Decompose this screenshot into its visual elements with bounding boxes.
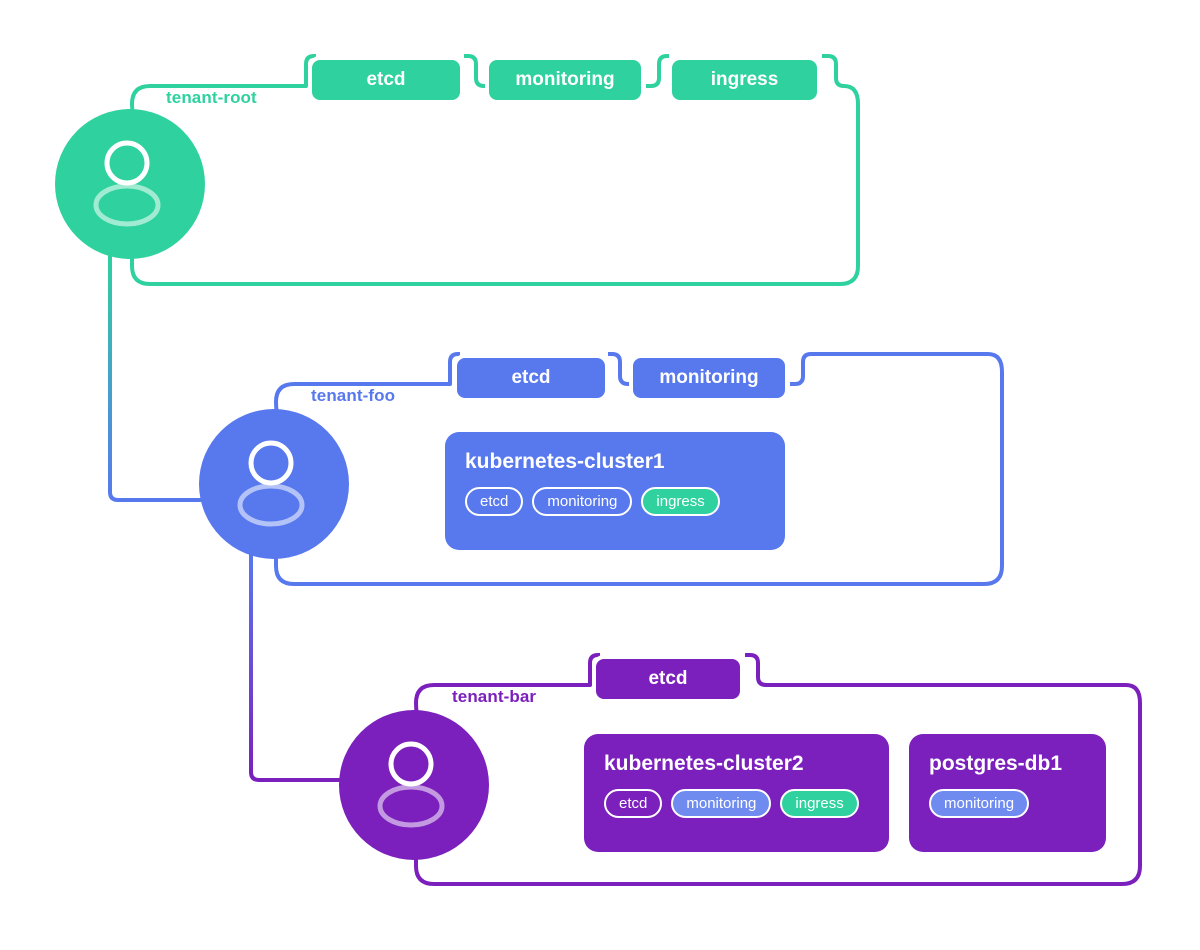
card-title: postgres-db1 bbox=[929, 752, 1063, 775]
card-pill-row: etcd monitoring ingress bbox=[604, 789, 869, 818]
pill-monitoring[interactable]: monitoring bbox=[532, 487, 633, 516]
card-postgres-db1[interactable]: postgres-db1 monitoring bbox=[909, 734, 1106, 852]
tenant-label-tenant-foo: tenant-foo bbox=[305, 386, 402, 406]
tenant-root-chip-monitoring[interactable]: monitoring bbox=[485, 56, 645, 104]
pill-etcd[interactable]: etcd bbox=[465, 487, 524, 516]
avatar-head-icon bbox=[248, 440, 294, 486]
chip-label: etcd bbox=[511, 367, 551, 388]
pill-ingress[interactable]: ingress bbox=[641, 487, 720, 516]
pill-ingress[interactable]: ingress bbox=[780, 789, 859, 818]
card-pill-row: etcd monitoring ingress bbox=[465, 487, 765, 516]
chip-label: etcd bbox=[366, 69, 406, 90]
chip-label: ingress bbox=[710, 69, 779, 90]
pill-monitoring[interactable]: monitoring bbox=[929, 789, 1030, 818]
avatar-body-icon bbox=[377, 784, 445, 828]
tenant-root-avatar[interactable] bbox=[55, 109, 205, 259]
tenant-bar-avatar[interactable] bbox=[339, 710, 489, 860]
chip-label: monitoring bbox=[515, 69, 615, 90]
chip-label: monitoring bbox=[659, 367, 759, 388]
tenant-label-tenant-bar: tenant-bar bbox=[446, 687, 543, 707]
card-title: kubernetes-cluster1 bbox=[465, 450, 665, 473]
pill-monitoring[interactable]: monitoring bbox=[671, 789, 772, 818]
connector-foo-to-bar bbox=[249, 552, 345, 782]
card-pill-row: monitoring bbox=[929, 789, 1086, 818]
tenant-label-tenant-root: tenant-root bbox=[160, 88, 263, 108]
connector-root-to-foo bbox=[108, 250, 205, 502]
tenant-bar-chip-etcd[interactable]: etcd bbox=[592, 655, 744, 703]
avatar-head-icon bbox=[388, 741, 434, 787]
tenant-root-chip-ingress[interactable]: ingress bbox=[668, 56, 821, 104]
avatar-body-icon bbox=[93, 183, 161, 227]
card-kubernetes-cluster1[interactable]: kubernetes-cluster1 etcd monitoring ingr… bbox=[445, 432, 785, 550]
pill-etcd[interactable]: etcd bbox=[604, 789, 663, 818]
avatar-head-icon bbox=[104, 140, 150, 186]
tenant-foo-chip-monitoring[interactable]: monitoring bbox=[629, 354, 789, 402]
chip-label: etcd bbox=[648, 668, 688, 689]
card-kubernetes-cluster2[interactable]: kubernetes-cluster2 etcd monitoring ingr… bbox=[584, 734, 889, 852]
avatar-body-icon bbox=[237, 483, 305, 527]
tenant-root-chip-etcd[interactable]: etcd bbox=[308, 56, 464, 104]
card-title: kubernetes-cluster2 bbox=[604, 752, 804, 775]
tenant-foo-chip-etcd[interactable]: etcd bbox=[453, 354, 609, 402]
tenant-foo-avatar[interactable] bbox=[199, 409, 349, 559]
